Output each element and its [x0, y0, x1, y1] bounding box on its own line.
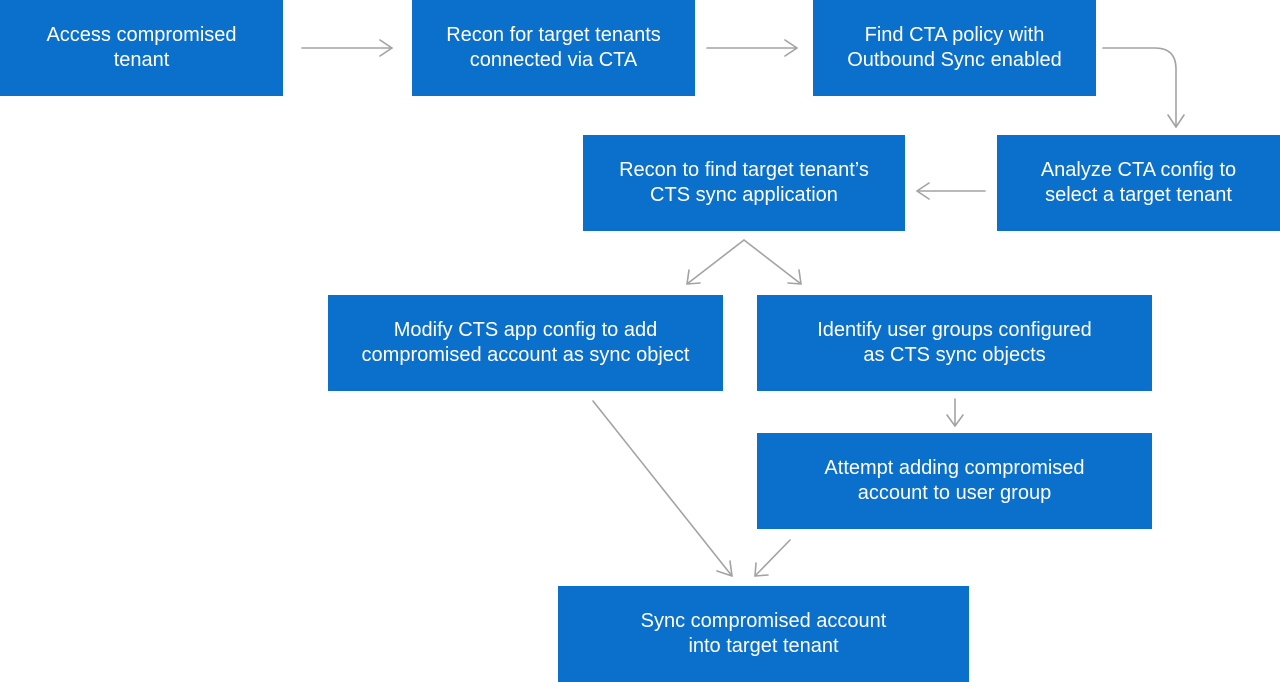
- node-label-line1: Recon for target tenants: [446, 24, 661, 46]
- node-label-line2: as CTS sync objects: [863, 344, 1046, 366]
- node-label-line1: Modify CTS app config to add: [393, 319, 658, 341]
- node-sync-into-target: Sync compromised account into target ten…: [558, 586, 969, 682]
- node-label-line2: tenant: [113, 49, 170, 71]
- node-label-line1: Attempt adding compromised: [824, 457, 1085, 479]
- node-label-line2: account to user group: [857, 482, 1052, 504]
- arrow-identify-to-attempt: [946, 398, 964, 427]
- node-label-line2: connected via CTA: [469, 49, 638, 71]
- node-label-line1: Recon to find target tenant’s: [619, 159, 869, 181]
- node-label-line2: select a target tenant: [1045, 184, 1232, 206]
- arrow-access-to-recon: [301, 39, 393, 57]
- arrow-recon-cts-to-identify: [743, 239, 802, 285]
- node-recon-target-tenants: Recon for target tenants connected via C…: [412, 0, 695, 96]
- node-label-line2: Outbound Sync enabled: [847, 49, 1062, 71]
- node-modify-cts-app: Modify CTS app config to add compromised…: [328, 295, 723, 391]
- arrow-attempt-to-sync: [754, 539, 791, 577]
- node-identify-user-groups: Identify user groups configured as CTS s…: [757, 295, 1152, 391]
- node-label-line1: Analyze CTA config to: [1040, 159, 1237, 181]
- node-recon-cts-app: Recon to find target tenant’s CTS sync a…: [583, 135, 905, 231]
- node-access-compromised-tenant: Access compromised tenant: [0, 0, 283, 96]
- node-label-line1: Sync compromised account: [640, 610, 887, 632]
- node-label-line1: Find CTA policy with: [864, 24, 1045, 46]
- node-label-line2: CTS sync application: [650, 184, 838, 206]
- arrow-recon-to-find-policy: [706, 39, 798, 57]
- arrow-analyze-to-recon-cts: [916, 182, 986, 200]
- arrow-modify-to-sync: [592, 400, 733, 577]
- node-label-line2: compromised account as sync object: [361, 344, 690, 366]
- node-attempt-add-to-group: Attempt adding compromised account to us…: [757, 433, 1152, 529]
- arrow-find-policy-to-analyze: [1102, 47, 1185, 128]
- node-analyze-cta-config: Analyze CTA config to select a target te…: [997, 135, 1280, 231]
- node-find-cta-policy: Find CTA policy with Outbound Sync enabl…: [813, 0, 1096, 96]
- node-label-line2: into target tenant: [688, 635, 839, 657]
- node-label-line1: Identify user groups configured: [817, 319, 1092, 341]
- node-label-line1: Access compromised: [46, 24, 237, 46]
- arrow-recon-cts-to-modify: [686, 239, 745, 285]
